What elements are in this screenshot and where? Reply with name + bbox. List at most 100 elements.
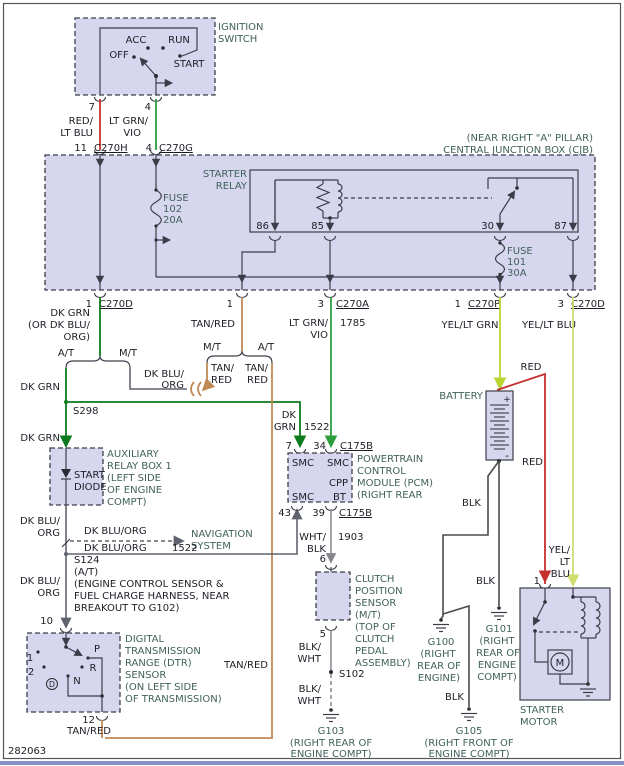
s124-line5: BREAKOUT TO G102) bbox=[74, 603, 179, 614]
bottom-edge-strip bbox=[0, 761, 624, 765]
c270h-connector: C270H bbox=[94, 143, 128, 154]
dkbluorg-brk-line2: ORG bbox=[161, 380, 184, 391]
dkbluorg-run: DK BLU/ ORG DK BLU/ORG NAVIGATION SYSTEM… bbox=[20, 505, 303, 633]
pcm-bt: BT bbox=[333, 492, 347, 503]
fuse102-line1: FUSE bbox=[163, 193, 189, 204]
c270g-pin: 4 bbox=[146, 143, 152, 154]
dkgrn-pcm-dk: DK bbox=[282, 410, 297, 421]
dkgrn-label-1: DK GRN bbox=[20, 382, 60, 393]
red-label-mid: RED bbox=[522, 457, 543, 468]
starter-relay-label-line1: STARTER bbox=[203, 169, 247, 180]
dkgrn-pcm-grn: GRN bbox=[274, 422, 296, 433]
dtr-pos-d: D bbox=[49, 680, 55, 689]
pcm-smc-tr: SMC bbox=[327, 458, 349, 469]
yelltblu-v-line3: BLU bbox=[551, 569, 570, 580]
ground-g101: G101 (RIGHT REAR OF ENGINE COMPT) bbox=[476, 606, 520, 683]
start-diode-line1: START bbox=[74, 470, 106, 481]
starter-pin1: 1 bbox=[534, 576, 540, 587]
g100-loc-line1: (RIGHT bbox=[420, 649, 456, 660]
relay-pin87: 87 bbox=[554, 221, 567, 232]
blk-label-g105: BLK bbox=[445, 692, 464, 703]
aux-label-line1: AUXILIARY bbox=[107, 449, 160, 460]
dkgrn-or-line1: DK GRN bbox=[50, 308, 90, 319]
s124-line1: S124 bbox=[74, 555, 99, 566]
cjb-header-line1: (NEAR RIGHT "A" PILLAR) bbox=[467, 133, 593, 144]
fuse101-line1: FUSE bbox=[507, 246, 533, 257]
clutch-position-sensor: 6 5 CLUTCH POSITION SENSOR (M/T) (TOP OF… bbox=[297, 554, 411, 707]
g103-loc-line1: (RIGHT REAR OF bbox=[290, 738, 372, 749]
ignition-title-line1: IGNITION bbox=[218, 22, 264, 33]
central-junction-box: (NEAR RIGHT "A" PILLAR) CENTRAL JUNCTION… bbox=[44, 133, 596, 291]
clutch-label-line8: ASSEMBLY) bbox=[355, 658, 411, 669]
wire-red-ltblu-line2: LT BLU bbox=[60, 128, 93, 139]
nav-wire2-label: DK BLU/ORG bbox=[84, 543, 147, 554]
fuse102-line2: 102 bbox=[163, 204, 182, 215]
dkgrn-or-line3: ORG) bbox=[64, 332, 91, 343]
starter-relay: STARTER RELAY 86 85 30 87 bbox=[203, 169, 579, 233]
dkbluorg-label2-line1: DK BLU/ bbox=[20, 576, 61, 587]
starter-m: M bbox=[556, 658, 565, 669]
c175b-bottom: C175B bbox=[339, 508, 372, 519]
dtr-label-line6: OF TRANSMISSION) bbox=[125, 694, 222, 705]
s124-line3: (ENGINE CONTROL SENSOR & bbox=[74, 579, 224, 590]
clutch-label-line3: SENSOR bbox=[355, 598, 396, 609]
s124-line4: FUEL CHARGE HARNESS, NEAR bbox=[74, 591, 229, 602]
dtr-label-line1: DIGITAL bbox=[125, 634, 165, 645]
tanred-branch: M/T A/T TAN/ RED TAN/ RED TAN/RED bbox=[105, 297, 275, 739]
dtr-label-line2: TRANSMISSION bbox=[124, 646, 201, 657]
c270h-pin: 11 bbox=[74, 143, 87, 154]
pcm-label-line2: CONTROL bbox=[357, 466, 406, 477]
ltgrnvio-line1: LT GRN/ bbox=[289, 318, 329, 329]
pcm-label-line3: MODULE (PCM) bbox=[357, 478, 433, 489]
pcm-smc-bl: SMC bbox=[292, 492, 314, 503]
pin7-label: 7 bbox=[89, 102, 95, 113]
relay-pin85: 85 bbox=[311, 221, 324, 232]
yelltblu-v-line1: YEL/ bbox=[548, 545, 571, 556]
dtr-label-line4: SENSOR bbox=[125, 670, 166, 681]
g103-name: G103 bbox=[318, 726, 345, 737]
nav-1522: 1522 bbox=[172, 543, 197, 554]
page-number: 282063 bbox=[8, 746, 46, 757]
battery-plus: + bbox=[503, 395, 511, 405]
ignition-pos-acc: ACC bbox=[126, 35, 147, 46]
dkbluorg-label2-line2: ORG bbox=[37, 588, 60, 599]
exit1-connector: C270D bbox=[99, 299, 133, 310]
dtr-pos-p: P bbox=[94, 644, 100, 655]
mt-label-left: M/T bbox=[119, 348, 138, 359]
pcm-pin43: 43 bbox=[278, 508, 291, 519]
pcm-cpp: CPP bbox=[329, 478, 348, 489]
g103-loc-line2: ENGINE COMPT) bbox=[291, 749, 372, 760]
ground-g103: G103 (RIGHT REAR OF ENGINE COMPT) bbox=[290, 708, 372, 760]
tanred-mt-line1: TAN/ bbox=[210, 363, 235, 374]
g101-loc-line4: COMPT) bbox=[477, 672, 517, 683]
pcm-label-line1: POWERTRAIN bbox=[357, 454, 423, 465]
dtr-tanred-label: TAN/RED bbox=[66, 726, 111, 737]
ltgrnvio-line2: VIO bbox=[310, 330, 328, 341]
clutch-label-line4: (M/T) bbox=[355, 610, 381, 621]
aux-label-line2: RELAY BOX 1 bbox=[107, 461, 172, 472]
wire-ltgrn-vio-line2: VIO bbox=[123, 128, 141, 139]
nav-label-line2: SYSTEM bbox=[191, 541, 231, 552]
cjb-bottom-connectors: 1 C270D 1 3 C270A 1 C270P 3 C270D bbox=[86, 292, 605, 310]
clutch-label-line2: POSITION bbox=[355, 586, 403, 597]
exit5-connector: C270D bbox=[571, 299, 605, 310]
ignition-title-line2: SWITCH bbox=[218, 34, 257, 45]
g101-name: G101 bbox=[486, 624, 513, 635]
fuse101-line2: 101 bbox=[507, 257, 526, 268]
c270g-connector: C270G bbox=[159, 143, 193, 154]
tanred-at-line2: RED bbox=[247, 375, 268, 386]
g100-name: G100 bbox=[428, 637, 455, 648]
pcm-smc-tl: SMC bbox=[292, 458, 314, 469]
fuse102-line3: 20A bbox=[163, 215, 183, 226]
g101-loc-line3: ENGINE bbox=[478, 660, 516, 671]
clutch-pin5: 5 bbox=[320, 629, 326, 640]
starter-label-line1: STARTER bbox=[520, 705, 564, 716]
g100-loc-line3: ENGINE) bbox=[418, 673, 460, 684]
wire-ltgrn-vio-line1: LT GRN/ bbox=[109, 116, 149, 127]
ignition-switch: IGNITION SWITCH ACC RUN OFF START bbox=[74, 17, 264, 102]
at-label-left: A/T bbox=[58, 348, 75, 359]
starter-motor: 1 M STARTER MOTOR bbox=[519, 576, 611, 728]
g101-loc-line1: (RIGHT bbox=[479, 636, 515, 647]
dtr-pos-2: 2 bbox=[28, 667, 34, 678]
